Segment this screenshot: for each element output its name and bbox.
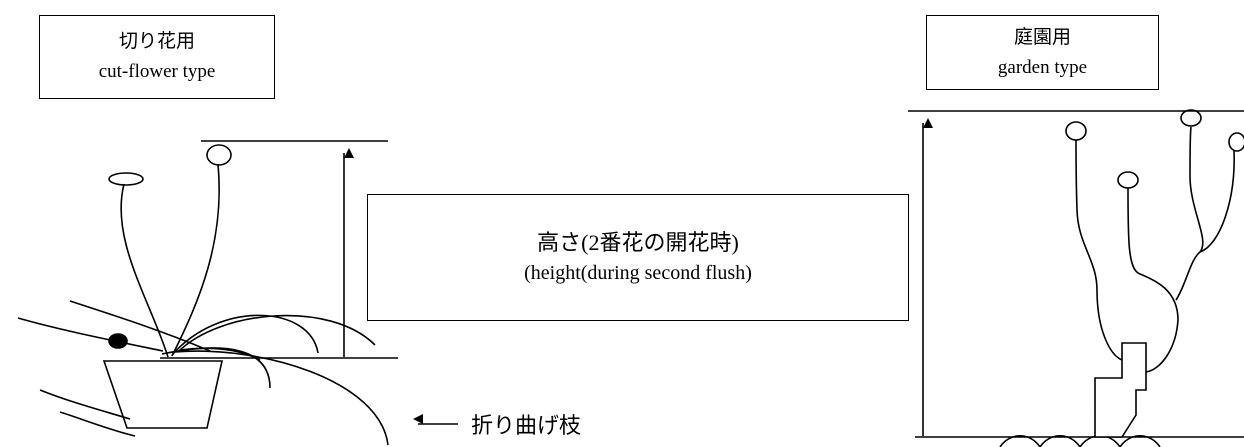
garden-flower-2 (1117, 171, 1139, 189)
garden-type-box: 庭園用 garden type (926, 15, 1159, 90)
garden-branch-right (1175, 126, 1204, 301)
bent-branch-lower-left (39, 389, 131, 420)
flower-bud-top (206, 144, 232, 166)
garden-title-en: garden type (997, 56, 1088, 78)
bent-branch-upper-left (17, 317, 164, 352)
leaf-dot (108, 333, 128, 349)
cut-flower-type-box: 切り花用 cut-flower type (39, 15, 275, 99)
bent-branch-label: 折り曲げ枝 (471, 413, 582, 438)
garden-flower-4 (1228, 132, 1244, 152)
height-label-en: (height(during second flush) (524, 261, 752, 284)
stem-right (171, 163, 220, 357)
arch-branch-4 (174, 350, 389, 446)
bent-branch-upper-left-2 (69, 300, 211, 352)
garden-trunk (1094, 342, 1147, 438)
arch-branch-1 (171, 314, 319, 356)
height-label-box: 高さ(2番花の開花時) (height(during second flush) (367, 194, 909, 321)
garden-branch-far-right (1199, 149, 1235, 253)
cut-flower-title-ja: 切り花用 (118, 31, 195, 52)
bent-branch-lower-left-2 (59, 411, 136, 437)
garden-title-ja: 庭園用 (1013, 26, 1071, 48)
arch-branch-2 (177, 314, 376, 353)
garden-flower-3 (1180, 109, 1202, 127)
cut-flower-plant (17, 144, 389, 446)
flower-bud-left (108, 172, 144, 186)
stem-left (120, 183, 169, 358)
root-outline (999, 434, 1161, 447)
cut-flower-pot (102, 360, 223, 429)
garden-flower-1 (1065, 121, 1087, 141)
garden-branch-middle (1127, 187, 1179, 373)
garden-branch-left (1075, 139, 1123, 361)
height-label-ja: 高さ(2番花の開花時) (537, 229, 739, 255)
cut-flower-title-en: cut-flower type (98, 61, 216, 82)
garden-plant (915, 109, 1244, 447)
